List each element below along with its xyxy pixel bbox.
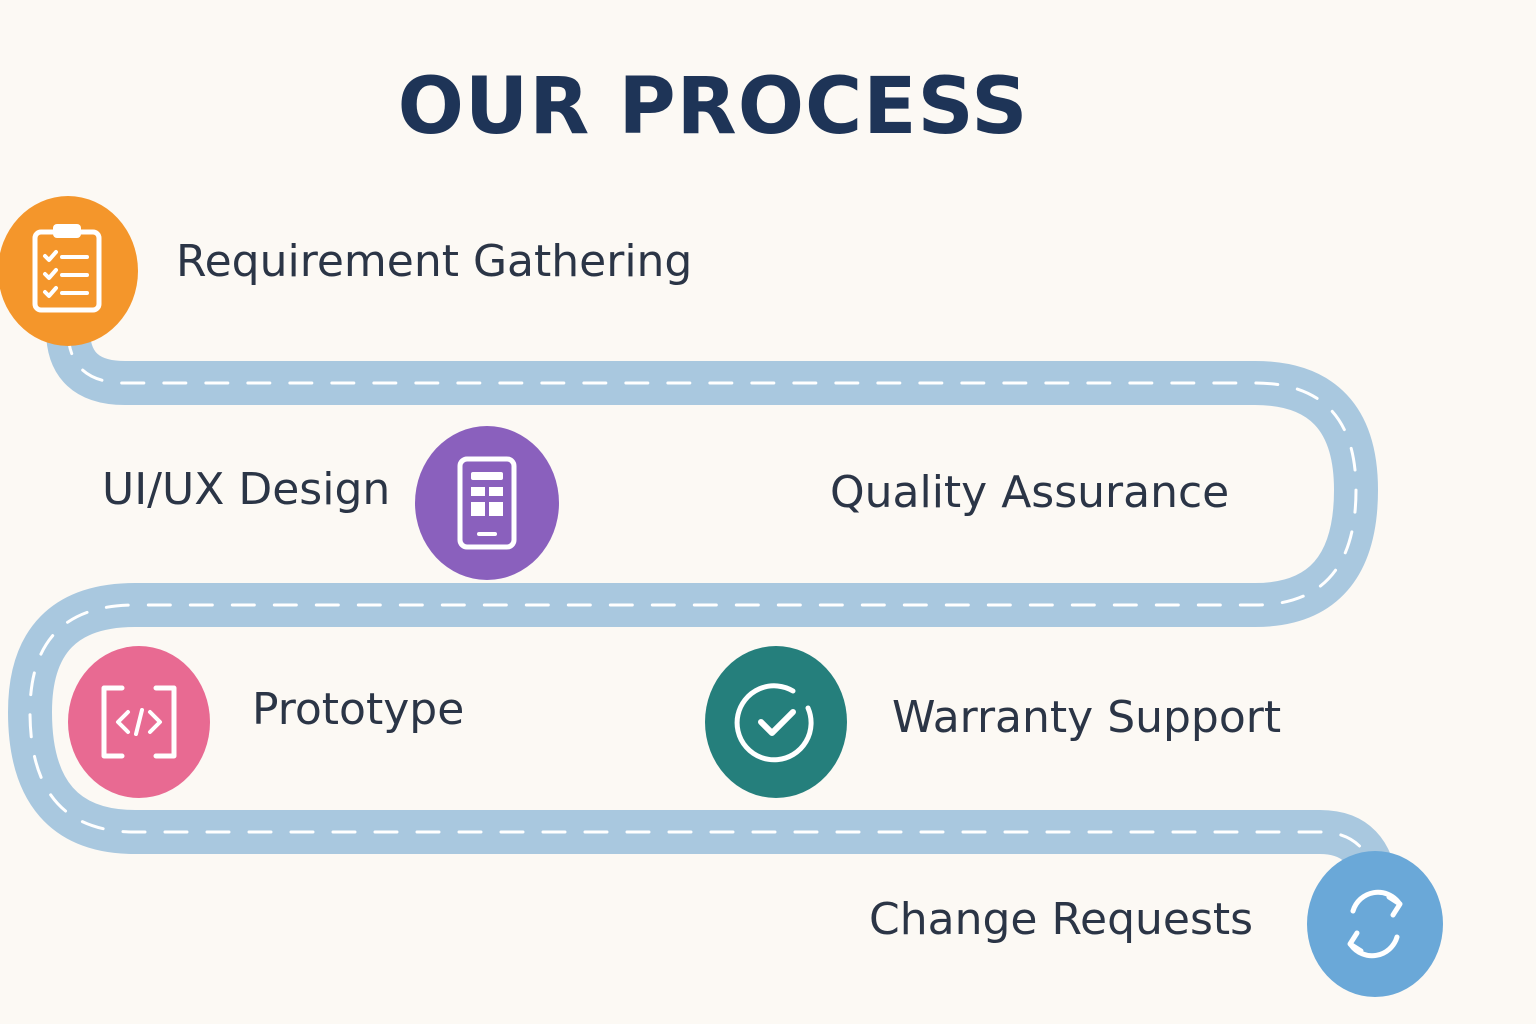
step-label-quality-assurance: Quality Assurance xyxy=(830,467,1230,518)
prototype-badge xyxy=(68,646,210,798)
step-label-requirement-gathering: Requirement Gathering xyxy=(176,236,693,287)
check-circle-icon xyxy=(734,683,814,763)
change-requests-badge xyxy=(1307,851,1443,997)
ui-ux-design-badge xyxy=(415,426,559,580)
step-label-prototype: Prototype xyxy=(252,684,465,735)
step-label-ui-ux-design: UI/UX Design xyxy=(102,464,391,515)
requirement-gathering-badge xyxy=(0,196,138,346)
clipboard-checklist-icon xyxy=(32,224,102,313)
step-label-warranty-support: Warranty Support xyxy=(892,692,1282,743)
page-title: OUR PROCESS xyxy=(397,62,1029,152)
road-path xyxy=(8,268,1398,912)
road-center-dashes xyxy=(28,288,1378,892)
mobile-wireframe-icon xyxy=(457,456,517,550)
warranty-support-badge xyxy=(705,646,847,798)
step-label-change-requests: Change Requests xyxy=(869,894,1254,945)
code-brackets-icon xyxy=(101,685,177,759)
refresh-arrows-icon xyxy=(1347,889,1403,959)
